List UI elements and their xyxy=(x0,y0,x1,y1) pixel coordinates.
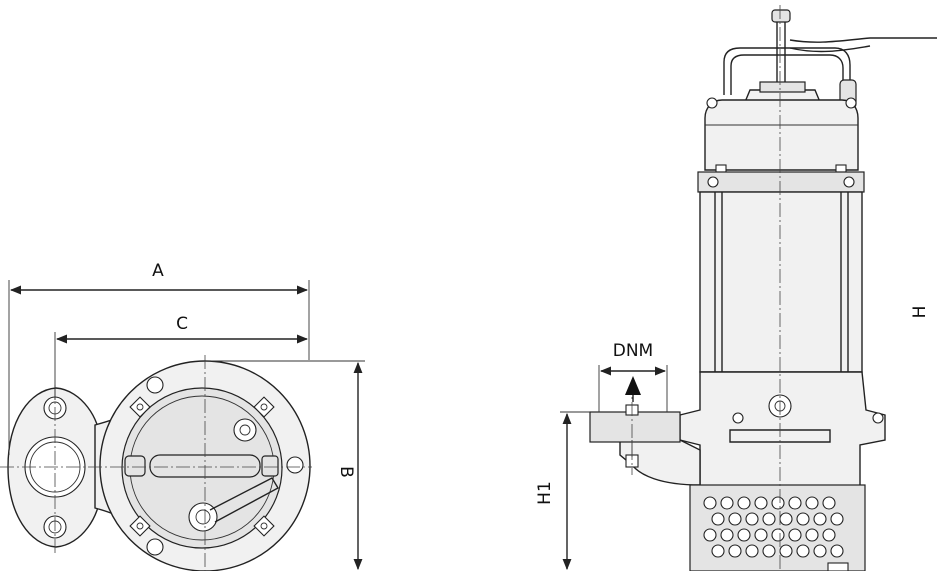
cable-gland xyxy=(233,418,257,442)
dimension-label-h1: H1 xyxy=(535,481,555,505)
dimension-label-h: H xyxy=(910,306,930,319)
dimension-label-c: C xyxy=(176,314,188,334)
bolt-boss xyxy=(146,538,164,556)
strainer-holes xyxy=(703,496,849,571)
handle-frame xyxy=(723,47,851,100)
cable-outlet xyxy=(188,502,218,532)
cover-bolts xyxy=(129,396,275,537)
bolt-boss xyxy=(286,456,304,474)
side-view: DNM H1 H xyxy=(535,5,937,571)
power-cable xyxy=(776,18,786,85)
dimension-label-a: A xyxy=(152,261,164,281)
motor-casing xyxy=(699,191,863,373)
discharge-flange-side xyxy=(589,411,681,443)
flow-direction-arrow xyxy=(625,376,641,395)
motor-top xyxy=(704,99,859,171)
dimension-label-dnm: DNM xyxy=(613,341,653,361)
bolt-boss xyxy=(146,376,164,394)
top-view: A C B xyxy=(0,261,365,571)
dimension-label-b: B xyxy=(336,466,356,478)
